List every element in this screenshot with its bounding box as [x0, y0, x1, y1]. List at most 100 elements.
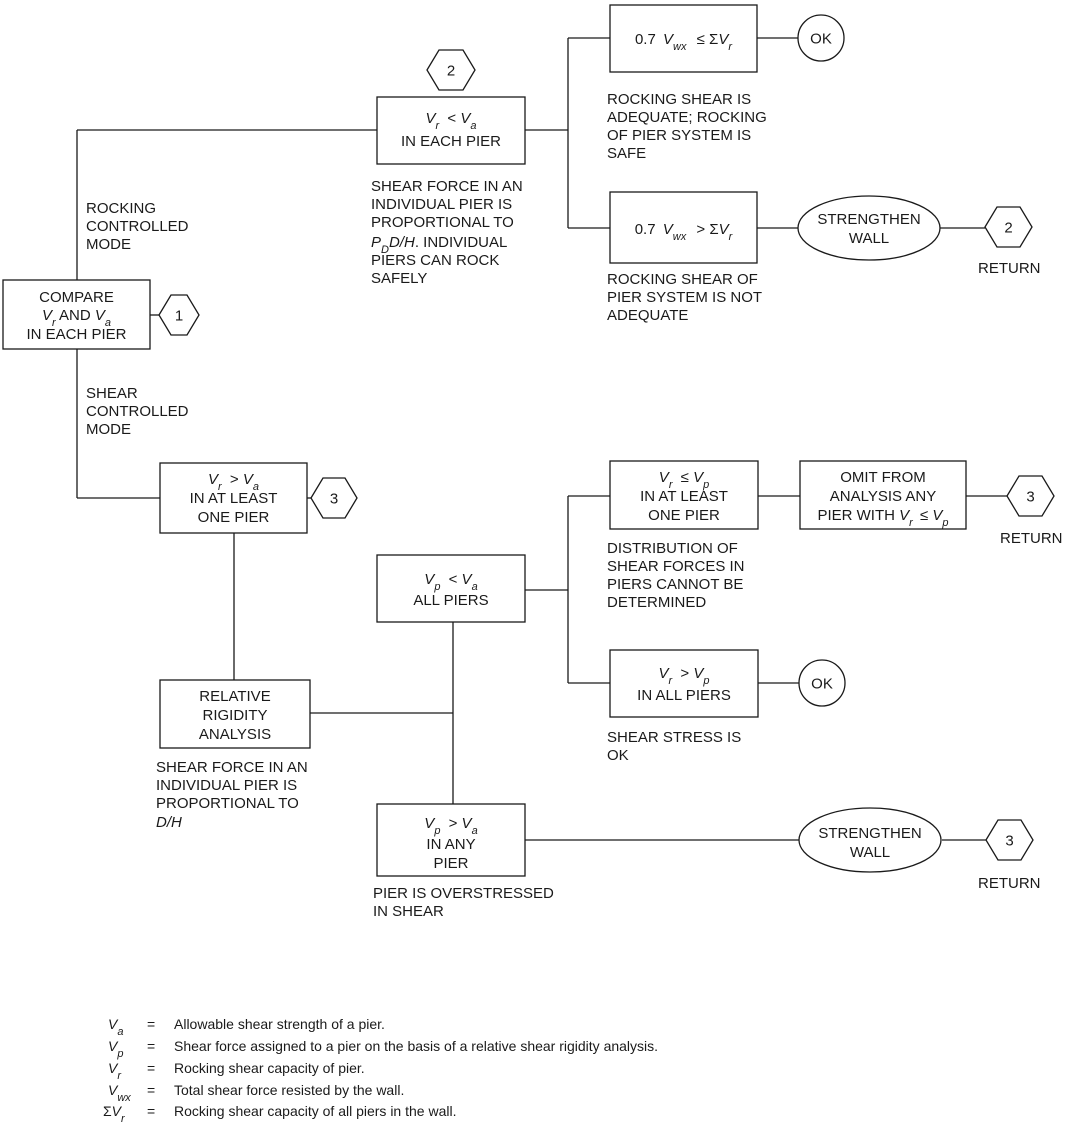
vp-gt-va-line3: PIER — [433, 855, 468, 872]
vp-lt-va-condition: Vp < Va — [424, 571, 477, 593]
strengthen-line1: STRENGTHEN — [817, 211, 920, 228]
svg-text:INDIVIDUAL PIER IS: INDIVIDUAL PIER IS — [156, 777, 297, 794]
svg-text:ADEQUATE: ADEQUATE — [607, 307, 688, 324]
svg-text:MODE: MODE — [86, 236, 131, 253]
svg-text:Vwx: Vwx — [108, 1082, 131, 1104]
svg-text:PROPORTIONAL TO: PROPORTIONAL TO — [156, 795, 299, 812]
svg-text:ΣVr: ΣVr — [103, 1103, 126, 1125]
strengthen-line1: STRENGTHEN — [818, 825, 921, 842]
svg-text:PIER SYSTEM IS NOT: PIER SYSTEM IS NOT — [607, 289, 762, 306]
compare-box: COMPARE Vr AND Va IN EACH PIER — [2, 279, 151, 350]
vp-gt-va-line2: IN ANY — [426, 836, 475, 853]
svg-text:Va: Va — [108, 1016, 123, 1038]
legend-row-va: Va = Allowable shear strength of a pier. — [108, 1016, 385, 1038]
svg-text:PDD/H. INDIVIDUAL: PDD/H. INDIVIDUAL — [371, 234, 507, 256]
svg-text:PIERS CANNOT BE: PIERS CANNOT BE — [607, 576, 743, 593]
svg-text:SHEAR FORCE IN AN: SHEAR FORCE IN AN — [371, 178, 523, 195]
return-label-3-top: RETURN — [1000, 530, 1063, 547]
svg-text:Total shear force resisted by: Total shear force resisted by the wall. — [174, 1082, 404, 1098]
rigidity-line2: RIGIDITY — [202, 707, 267, 724]
svg-text:3: 3 — [330, 491, 338, 508]
shear-check-condition: Vr > Va — [208, 471, 259, 493]
rocking-check-box: Vr < Va IN EACH PIER — [376, 96, 526, 165]
svg-text:Rocking shear capacity of all: Rocking shear capacity of all piers in t… — [174, 1103, 456, 1119]
connector-lines — [76, 37, 1007, 841]
legend-row-vwx: Vwx = Total shear force resisted by the … — [108, 1082, 404, 1104]
svg-text:DETERMINED: DETERMINED — [607, 594, 706, 611]
svg-text:=: = — [147, 1082, 155, 1098]
svg-text:3: 3 — [1026, 489, 1034, 506]
svg-text:SHEAR: SHEAR — [86, 385, 138, 402]
svg-text:ROCKING SHEAR OF: ROCKING SHEAR OF — [607, 271, 758, 288]
svg-text:CONTROLLED: CONTROLLED — [86, 218, 189, 235]
note-shear-mode: SHEAR CONTROLLED MODE — [86, 385, 189, 438]
svg-text:ROCKING SHEAR IS: ROCKING SHEAR IS — [607, 91, 751, 108]
rigidity-box: RELATIVE RIGIDITY ANALYSIS — [159, 679, 311, 749]
note-overstressed: PIER IS OVERSTRESSED IN SHEAR — [373, 885, 554, 920]
vp-lt-va-line2: ALL PIERS — [413, 592, 488, 609]
note-rocking-mode: ROCKING CONTROLLED MODE — [86, 200, 189, 253]
hexagon-3-shear: 3 — [310, 477, 358, 519]
vr-le-vp-line3: ONE PIER — [648, 507, 720, 524]
svg-text:=: = — [147, 1103, 155, 1119]
note-distribution-undetermined: DISTRIBUTION OF SHEAR FORCES IN PIERS CA… — [607, 540, 745, 611]
rock-ok-box: 0.7 Vwx ≤ ΣVr — [609, 4, 758, 73]
svg-text:PIERS CAN ROCK: PIERS CAN ROCK — [371, 252, 499, 269]
svg-text:=: = — [147, 1060, 155, 1076]
svg-text:Allowable shear strength of a: Allowable shear strength of a pier. — [174, 1016, 385, 1032]
rock-not-ok-box: 0.7 Vwx > ΣVr — [609, 191, 758, 264]
rigidity-line1: RELATIVE — [199, 688, 270, 705]
svg-text:Vp: Vp — [108, 1038, 123, 1060]
return-label-3-bottom: RETURN — [978, 875, 1041, 892]
svg-text:PROPORTIONAL TO: PROPORTIONAL TO — [371, 214, 514, 231]
rigidity-line3: ANALYSIS — [199, 726, 271, 743]
svg-text:SAFELY: SAFELY — [371, 270, 427, 287]
vr-le-vp-line2: IN AT LEAST — [640, 488, 728, 505]
svg-text:3: 3 — [1005, 833, 1013, 850]
svg-text:SHEAR FORCE IN AN: SHEAR FORCE IN AN — [156, 759, 308, 776]
legend: Va = Allowable shear strength of a pier.… — [103, 1016, 658, 1125]
hexagon-2-rocking: 2 — [426, 49, 476, 91]
ok-circle-bottom: OK — [798, 659, 846, 707]
strengthen-wall-top: STRENGTHEN WALL — [797, 195, 941, 261]
compare-line2: Vr AND Va — [42, 307, 111, 329]
svg-text:PIER IS OVERSTRESSED: PIER IS OVERSTRESSED — [373, 885, 554, 902]
svg-text:Vr: Vr — [108, 1060, 122, 1082]
svg-text:DISTRIBUTION OF: DISTRIBUTION OF — [607, 540, 738, 557]
note-rocking-shear-adequate: ROCKING SHEAR IS ADEQUATE; ROCKING OF PI… — [607, 91, 767, 162]
rocking-check-line2: IN EACH PIER — [401, 133, 501, 150]
strengthen-line2: WALL — [850, 844, 890, 861]
strengthen-line2: WALL — [849, 230, 889, 247]
return-label-2: RETURN — [978, 260, 1041, 277]
vp-gt-va-box: Vp > Va IN ANY PIER — [376, 803, 526, 877]
vr-le-vp-box: Vr ≤ Vp IN AT LEAST ONE PIER — [609, 460, 759, 530]
omit-line2: ANALYSIS ANY — [830, 488, 936, 505]
omit-box: OMIT FROM ANALYSIS ANY PIER WITH Vr ≤ Vp — [799, 460, 967, 530]
svg-text:1: 1 — [175, 308, 183, 325]
rocking-check-condition: Vr < Va — [426, 110, 477, 132]
svg-text:SHEAR FORCES IN: SHEAR FORCES IN — [607, 558, 745, 575]
svg-text:INDIVIDUAL PIER IS: INDIVIDUAL PIER IS — [371, 196, 512, 213]
svg-text:CONTROLLED: CONTROLLED — [86, 403, 189, 420]
legend-row-vr: Vr = Rocking shear capacity of pier. — [108, 1060, 365, 1082]
svg-text:MODE: MODE — [86, 421, 131, 438]
hexagon-3-return-bottom: 3 — [985, 819, 1034, 861]
svg-text:=: = — [147, 1038, 155, 1054]
svg-text:SAFE: SAFE — [607, 145, 646, 162]
vp-lt-va-box: Vp < Va ALL PIERS — [376, 554, 526, 623]
svg-text:ADEQUATE; ROCKING: ADEQUATE; ROCKING — [607, 109, 767, 126]
note-rocking-shear-proportional: SHEAR FORCE IN AN INDIVIDUAL PIER IS PRO… — [371, 178, 523, 287]
svg-text:Rocking shear capacity of pier: Rocking shear capacity of pier. — [174, 1060, 365, 1076]
svg-text:IN SHEAR: IN SHEAR — [373, 903, 444, 920]
vp-gt-va-condition: Vp > Va — [424, 815, 477, 837]
vr-gt-vp-condition: Vr > Vp — [659, 665, 710, 687]
hexagon-1-compare: 1 — [158, 294, 200, 336]
shear-check-line2: IN AT LEAST — [190, 490, 278, 507]
note-rocking-not-adequate: ROCKING SHEAR OF PIER SYSTEM IS NOT ADEQ… — [607, 271, 762, 324]
rock-ok-condition: 0.7 Vwx ≤ ΣVr — [635, 31, 733, 53]
hexagon-2-return: 2 — [984, 206, 1033, 248]
shear-check-box: Vr > Va IN AT LEAST ONE PIER — [159, 462, 308, 534]
legend-row-vp: Vp = Shear force assigned to a pier on t… — [108, 1038, 658, 1060]
svg-text:SHEAR STRESS IS: SHEAR STRESS IS — [607, 729, 741, 746]
omit-line1: OMIT FROM — [840, 469, 926, 486]
